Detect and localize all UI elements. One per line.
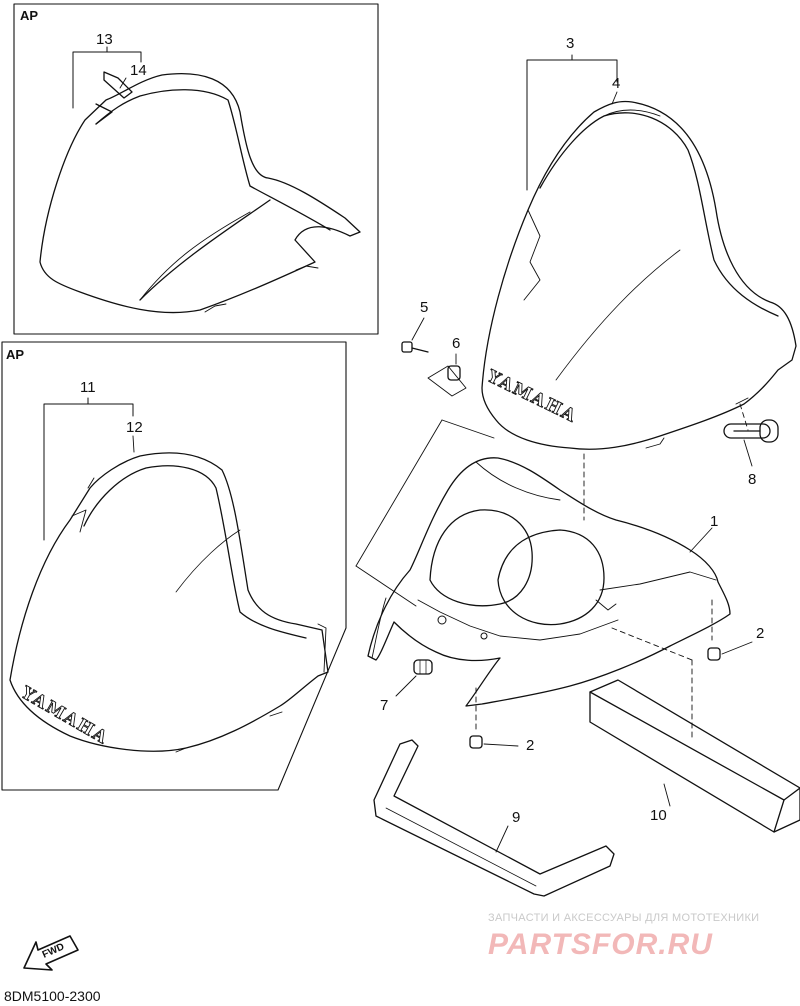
part-number-5: 5 [420, 299, 429, 316]
ap-label-left: AP [6, 347, 25, 362]
nut-6 [447, 353, 461, 381]
bracket-3 [526, 59, 618, 191]
part-number-1: 1 [710, 513, 719, 530]
windscreen-13 [39, 71, 361, 314]
part-number-2b: 2 [526, 737, 535, 754]
upper-cowling [367, 457, 731, 707]
yamaha-logo-left: YAMAHA [17, 683, 112, 750]
part-number-10: 10 [650, 807, 667, 824]
part-number-9: 9 [512, 809, 521, 826]
ap-box-left [1, 341, 347, 791]
yamaha-logo-main: YAMAHA [483, 366, 580, 427]
part-number-4: 4 [612, 75, 621, 92]
part-number-6: 6 [452, 335, 461, 352]
clip-8 [723, 419, 779, 467]
part-number-14: 14 [130, 62, 147, 79]
windscreen-11 [9, 452, 329, 753]
screw-2b [469, 735, 519, 749]
foam-block-10 [589, 679, 800, 833]
screw-2a [707, 641, 753, 661]
part-number-3: 3 [566, 35, 575, 52]
part-number-7: 7 [380, 697, 389, 714]
part-number-2a: 2 [756, 625, 765, 642]
bolt-5 [401, 317, 429, 353]
windshield-main [481, 100, 797, 450]
watermark-brand: PARTSFOR.RU [488, 928, 713, 961]
fwd-arrow-icon: FWD [23, 935, 79, 971]
part-number-8: 8 [748, 471, 757, 488]
diagram-code: 8DM5100-2300 [4, 988, 101, 1004]
grommet-7 [395, 659, 433, 697]
part-number-11: 11 [80, 379, 96, 396]
ap-box-top [13, 3, 379, 335]
part-number-13: 13 [96, 31, 113, 48]
part-number-12: 12 [126, 419, 143, 436]
seal-9 [373, 739, 615, 897]
bracket-11 [43, 403, 134, 541]
ap-label-top: AP [20, 8, 39, 23]
watermark-tagline: ЗАПЧАСТИ И АКСЕССУАРЫ ДЛЯ МОТОТЕХНИКИ [488, 912, 760, 924]
